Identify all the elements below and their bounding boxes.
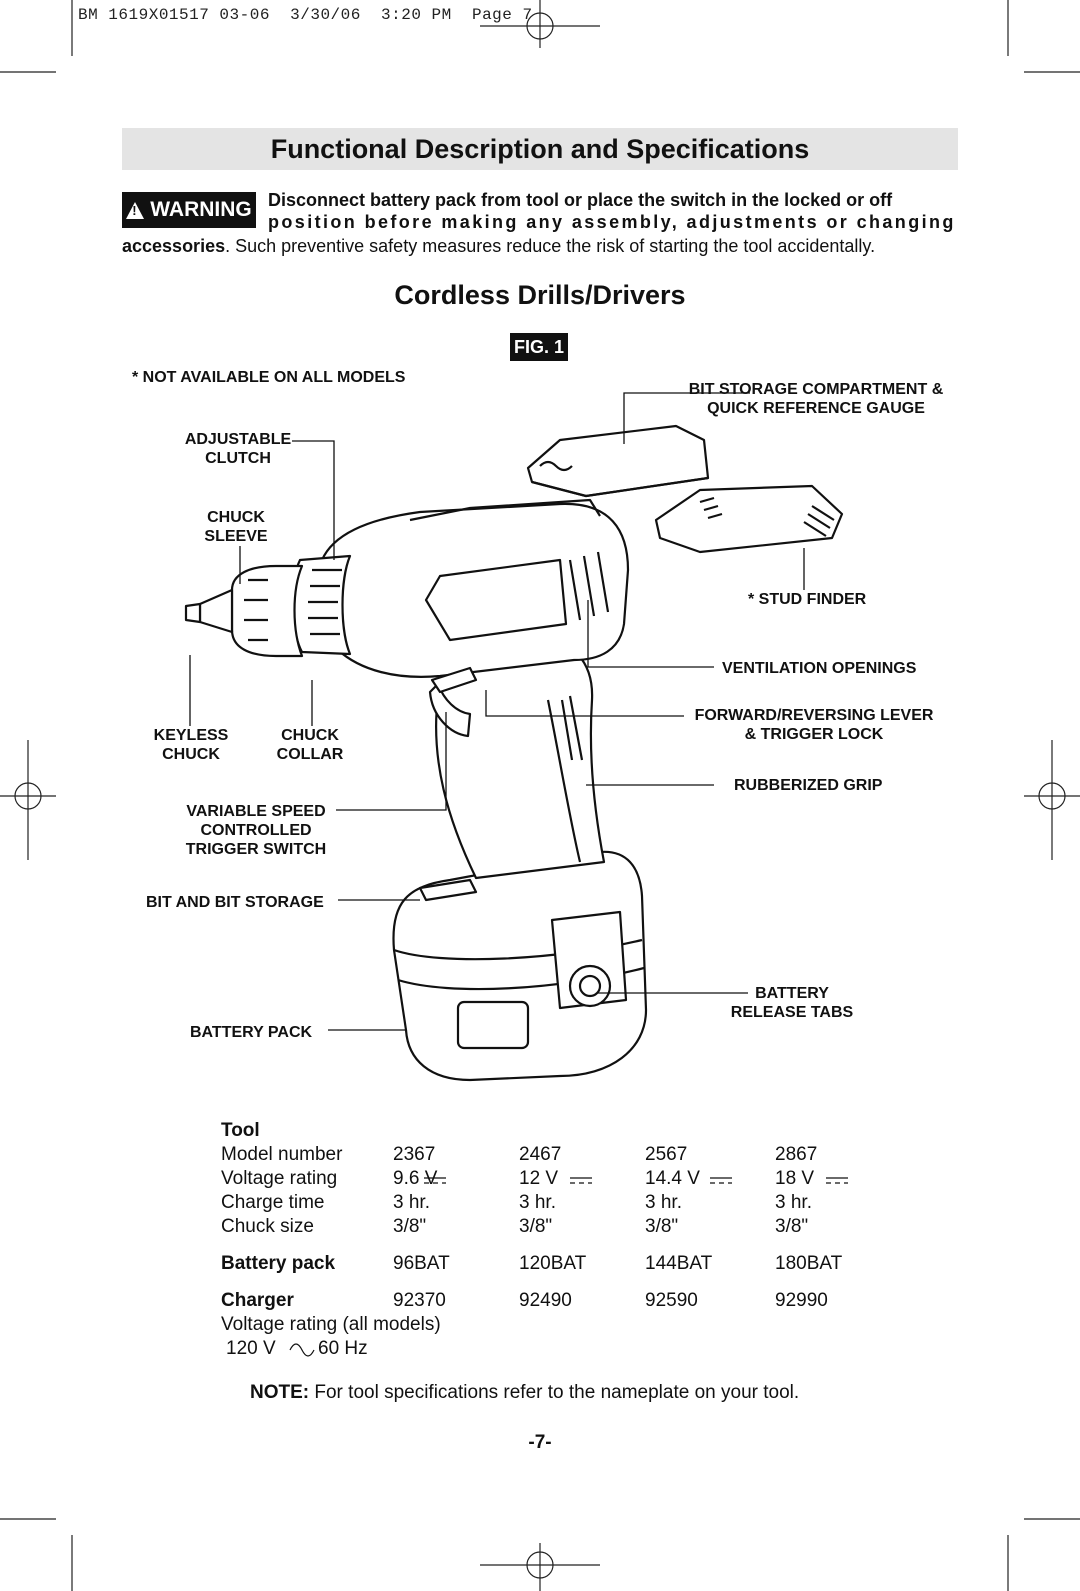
spec-cell: 2367	[393, 1144, 436, 1165]
spec-heading-tool: Tool	[221, 1120, 260, 1141]
spec-cell: 180BAT	[775, 1253, 843, 1274]
spec-cell: 14.4 V	[645, 1168, 700, 1189]
label-bit-storage: BIT AND BIT STORAGE	[146, 894, 324, 911]
label-forward-reversing-lever: FORWARD/REVERSING LEVER& TRIGGER LOCK	[694, 707, 934, 743]
warning-badge: WARNING	[122, 192, 256, 228]
warning-rest: . Such preventive safety measures reduce…	[225, 236, 876, 256]
drill-drawing	[184, 424, 844, 1082]
page-title: Functional Description and Specification…	[122, 128, 958, 170]
spec-cell: 92590	[645, 1290, 698, 1311]
spec-cell: 3/8"	[393, 1216, 427, 1237]
spec-row-label: Model number	[221, 1144, 343, 1165]
spec-cell: 2467	[519, 1144, 562, 1165]
spec-row-label: Charge time	[221, 1192, 325, 1213]
note-label: NOTE:	[250, 1382, 310, 1403]
warning-label: WARNING	[150, 198, 252, 221]
label-battery-pack: BATTERY PACK	[190, 1024, 313, 1041]
spec-cell: 144BAT	[645, 1253, 713, 1274]
spec-charger-frequency: 60 Hz	[318, 1338, 368, 1359]
spec-cell: 9.6 V	[393, 1168, 438, 1189]
warning-text-line-1: Disconnect battery pack from tool or pla…	[268, 190, 893, 210]
warning-triangle-icon	[126, 201, 145, 219]
leader-lines	[189, 392, 805, 1031]
spec-charger-label: Charger	[221, 1290, 294, 1311]
spec-cell: 3 hr.	[519, 1192, 556, 1213]
label-stud-finder: * STUD FINDER	[748, 591, 867, 608]
not-available-note: * NOT AVAILABLE ON ALL MODELS	[132, 369, 406, 386]
spec-cell: 3 hr.	[775, 1192, 812, 1213]
spec-cell: 92990	[775, 1290, 828, 1311]
label-rubberized-grip: RUBBERIZED GRIP	[734, 777, 883, 794]
spec-cell: 92370	[393, 1290, 446, 1311]
warning-accessories: accessories	[122, 236, 226, 256]
figure-badge: FIG. 1	[510, 333, 568, 361]
note-body: For tool specifications refer to the nam…	[309, 1382, 800, 1403]
spec-cell: 3 hr.	[393, 1192, 430, 1213]
spec-cell: 92490	[519, 1290, 572, 1311]
spec-cell: 96BAT	[393, 1253, 450, 1274]
spec-cell: 3/8"	[645, 1216, 679, 1237]
spec-row-label: Voltage rating	[221, 1168, 338, 1189]
label-ventilation-openings: VENTILATION OPENINGS	[722, 660, 917, 677]
spec-cell: 3/8"	[775, 1216, 809, 1237]
warning-text-line-3: accessories. Such preventive safety meas…	[122, 236, 875, 257]
spec-cell: 3/8"	[519, 1216, 553, 1237]
spec-cell: 3 hr.	[645, 1192, 682, 1213]
page-number: -7-	[528, 1432, 552, 1453]
spec-charger-voltage-label: Voltage rating (all models)	[221, 1314, 441, 1335]
spec-cell: 2867	[775, 1144, 818, 1165]
spec-charger-voltage: 120 V	[226, 1338, 276, 1359]
spec-battery-label: Battery pack	[221, 1253, 336, 1274]
spec-cell: 120BAT	[519, 1253, 587, 1274]
spec-cell: 18 V	[775, 1168, 815, 1189]
spec-cell: 2567	[645, 1144, 688, 1165]
warning-text-line-2: position before making any assembly, adj…	[268, 212, 956, 232]
note-text: NOTE: For tool specifications refer to t…	[250, 1382, 799, 1404]
label-bit-storage-compartment: BIT STORAGE COMPARTMENT &QUICK REFERENCE…	[688, 381, 944, 417]
spec-cell: 12 V	[519, 1168, 559, 1189]
spec-row-label: Chuck size	[221, 1216, 314, 1237]
print-slug: BM 1619X01517 03-06 3/30/06 3:20 PM Page…	[78, 6, 533, 24]
current-symbols	[289, 1177, 848, 1357]
section-title: Cordless Drills/Drivers	[394, 280, 686, 310]
